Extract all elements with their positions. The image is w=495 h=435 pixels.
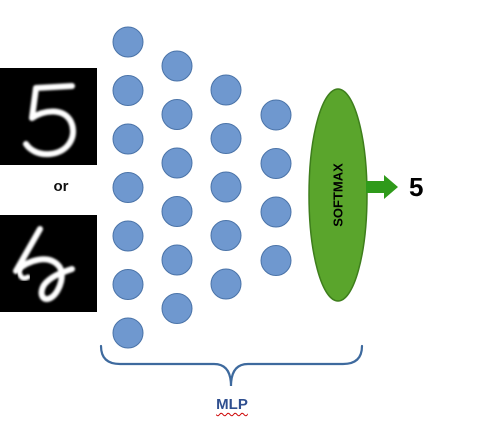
input-image-digit-5-top [0, 68, 97, 165]
neuron-layer-3-node-1 [210, 74, 242, 106]
neuron-layer-1-node-2 [112, 75, 144, 106]
mlp-brace [99, 344, 364, 387]
neuron-layer-2-node-5 [161, 244, 193, 276]
softmax-label: SOFTMAX [331, 163, 346, 227]
input-image-digit-5-bottom [0, 215, 97, 312]
neuron-layer-2-node-3 [161, 147, 193, 179]
neuron-layer-2-node-4 [161, 196, 193, 227]
neuron-layer-1-node-3 [112, 123, 144, 155]
neuron-layer-4-node-4 [260, 245, 292, 276]
neuron-layer-4-node-1 [260, 99, 292, 131]
softmax-ellipse [308, 88, 368, 302]
neuron-layer-3-node-2 [210, 123, 242, 154]
neuron-layer-1-node-1 [112, 26, 144, 58]
neuron-layer-2-node-6 [161, 293, 193, 324]
neuron-layer-1-node-5 [112, 220, 144, 252]
neuron-layer-1-node-6 [112, 269, 144, 300]
neuron-layer-4-node-2 [260, 148, 292, 179]
output-label: 5 [409, 172, 424, 202]
neuron-layers [112, 26, 292, 349]
neuron-layer-3-node-4 [210, 220, 242, 251]
neuron-layer-2-node-1 [161, 50, 193, 82]
output-arrow-icon [366, 175, 398, 199]
neuron-layer-3-node-3 [210, 171, 242, 203]
neuron-layer-1-node-4 [112, 172, 144, 203]
neuron-layer-1-node-7 [112, 317, 144, 349]
mlp-label: MLP [216, 396, 248, 413]
neuron-layer-2-node-2 [161, 99, 193, 130]
neuron-layer-4-node-3 [260, 196, 292, 228]
neuron-layer-3-node-5 [210, 268, 242, 300]
or-label: or [53, 178, 69, 195]
